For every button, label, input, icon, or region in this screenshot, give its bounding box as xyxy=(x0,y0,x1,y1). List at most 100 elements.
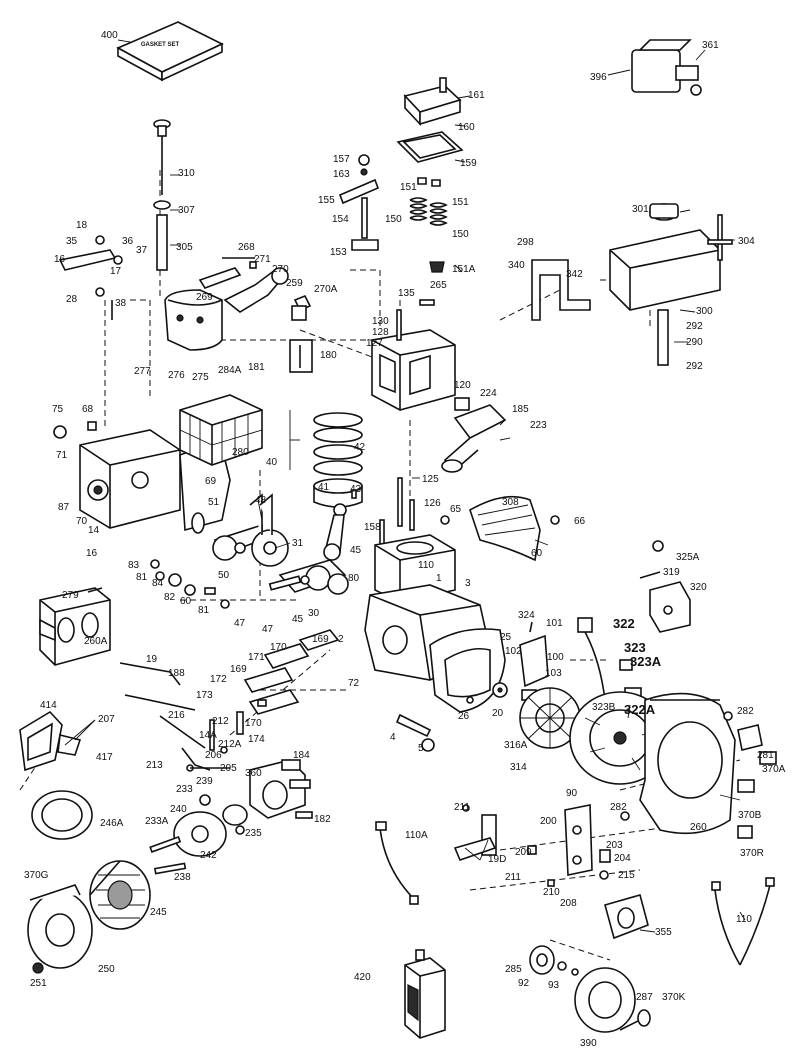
callout-211-bottom: 211 xyxy=(505,872,521,883)
callout-396: 396 xyxy=(590,72,607,83)
callout-323: 323 xyxy=(624,640,646,655)
muffler xyxy=(164,267,242,351)
callout-308: 308 xyxy=(502,497,519,508)
callout-174: 174 xyxy=(248,734,265,745)
callout-45-bottom: 45 xyxy=(292,614,304,625)
callout-292-bottom: 292 xyxy=(686,361,703,372)
callout-279: 279 xyxy=(62,590,79,601)
callout-319: 319 xyxy=(663,567,680,578)
callout-labels: 400 396 361 161 160 159 157 163 155 154 … xyxy=(24,30,786,1049)
callout-16-top: 16 xyxy=(54,254,66,265)
callout-240: 240 xyxy=(170,804,187,815)
callout-390: 390 xyxy=(580,1038,597,1049)
callout-285: 285 xyxy=(505,964,522,975)
callout-90: 90 xyxy=(566,788,578,799)
callout-233: 233 xyxy=(176,784,193,795)
callout-25: 25 xyxy=(500,632,512,643)
callout-400: 400 xyxy=(101,30,118,41)
callout-127: 127 xyxy=(366,338,383,349)
ignition-module xyxy=(519,617,642,701)
callout-370B: 370B xyxy=(738,810,762,821)
fuel-tank xyxy=(609,203,733,366)
callout-268: 268 xyxy=(238,242,255,253)
callout-5: 5 xyxy=(418,743,424,754)
callout-82: 82 xyxy=(164,592,176,603)
callout-151-left: 151 xyxy=(400,182,417,193)
callout-209: 209 xyxy=(515,847,532,858)
callout-280: 280 xyxy=(232,447,249,458)
callout-323B: 323B xyxy=(592,702,616,713)
callout-292-top: 292 xyxy=(686,321,703,332)
callout-30: 30 xyxy=(308,608,320,619)
callout-173: 173 xyxy=(196,690,213,701)
callout-246A: 246A xyxy=(100,818,124,829)
control-bracket xyxy=(453,804,497,861)
callout-290: 290 xyxy=(686,337,703,348)
callout-26: 26 xyxy=(458,711,470,722)
callout-260A: 260A xyxy=(84,636,108,647)
callout-185: 185 xyxy=(512,404,529,415)
callout-130: 130 xyxy=(372,316,389,327)
callout-126: 126 xyxy=(424,498,441,509)
callout-155: 155 xyxy=(318,195,335,206)
callout-301: 301 xyxy=(632,204,649,215)
callout-18: 18 xyxy=(76,220,88,231)
callout-41: 41 xyxy=(318,482,330,493)
crankcase-hardware xyxy=(150,559,310,609)
governor-linkage xyxy=(119,662,215,751)
callout-224: 224 xyxy=(480,388,497,399)
callout-101: 101 xyxy=(546,618,563,629)
drain-plug xyxy=(395,713,435,752)
gasket-set-label: GASKET SET xyxy=(141,42,180,48)
callout-72: 72 xyxy=(348,678,360,689)
callout-169-top: 169 xyxy=(312,634,329,645)
callout-48: 48 xyxy=(255,495,267,506)
callout-110A: 110A xyxy=(405,830,428,841)
spark-wire-110 xyxy=(711,877,775,966)
callout-265: 265 xyxy=(430,280,447,291)
callout-298: 298 xyxy=(517,237,534,248)
callout-71: 71 xyxy=(56,450,68,461)
callout-leaders xyxy=(64,39,746,933)
callout-3: 3 xyxy=(465,578,471,589)
callout-161: 161 xyxy=(468,90,485,101)
callout-322: 322 xyxy=(613,616,635,631)
callout-239: 239 xyxy=(196,776,213,787)
callout-322A: 322A xyxy=(624,702,656,717)
callout-47-right: 47 xyxy=(262,624,274,635)
callout-158: 158 xyxy=(364,522,381,533)
callout-277: 277 xyxy=(134,366,151,377)
callout-42: 42 xyxy=(354,442,366,453)
connecting-rod xyxy=(323,489,357,561)
callout-417: 417 xyxy=(96,752,113,763)
callout-304: 304 xyxy=(738,236,755,247)
callout-206: 206 xyxy=(205,750,222,761)
callout-184: 184 xyxy=(293,750,310,761)
callout-157: 157 xyxy=(333,154,350,165)
callout-83: 83 xyxy=(128,560,140,571)
air-guide-basket xyxy=(179,394,263,466)
callout-250: 250 xyxy=(98,964,115,975)
callout-2: 2 xyxy=(338,634,344,645)
callout-212A: 212A xyxy=(218,739,242,750)
callout-100: 100 xyxy=(547,652,564,663)
callout-4: 4 xyxy=(390,732,396,743)
manifold-spacer xyxy=(289,294,313,373)
shim-279 xyxy=(87,587,103,593)
small-clip xyxy=(620,711,763,821)
callout-370G: 370G xyxy=(24,870,49,881)
callout-80: 80 xyxy=(348,573,360,584)
cylinder-head xyxy=(371,299,456,411)
valve-cover-assembly xyxy=(396,77,464,163)
gasket-set-box: GASKET SET xyxy=(116,21,224,82)
callout-370R: 370R xyxy=(740,848,764,859)
callout-245: 245 xyxy=(150,907,167,918)
callout-151-right: 151 xyxy=(452,197,469,208)
callout-14A: 14A xyxy=(199,730,217,741)
stator-316A xyxy=(519,687,581,749)
callout-370A: 370A xyxy=(762,764,786,775)
callout-276: 276 xyxy=(168,370,185,381)
callout-324: 324 xyxy=(518,610,535,621)
callout-242: 242 xyxy=(200,850,217,861)
callout-36: 36 xyxy=(122,236,134,247)
